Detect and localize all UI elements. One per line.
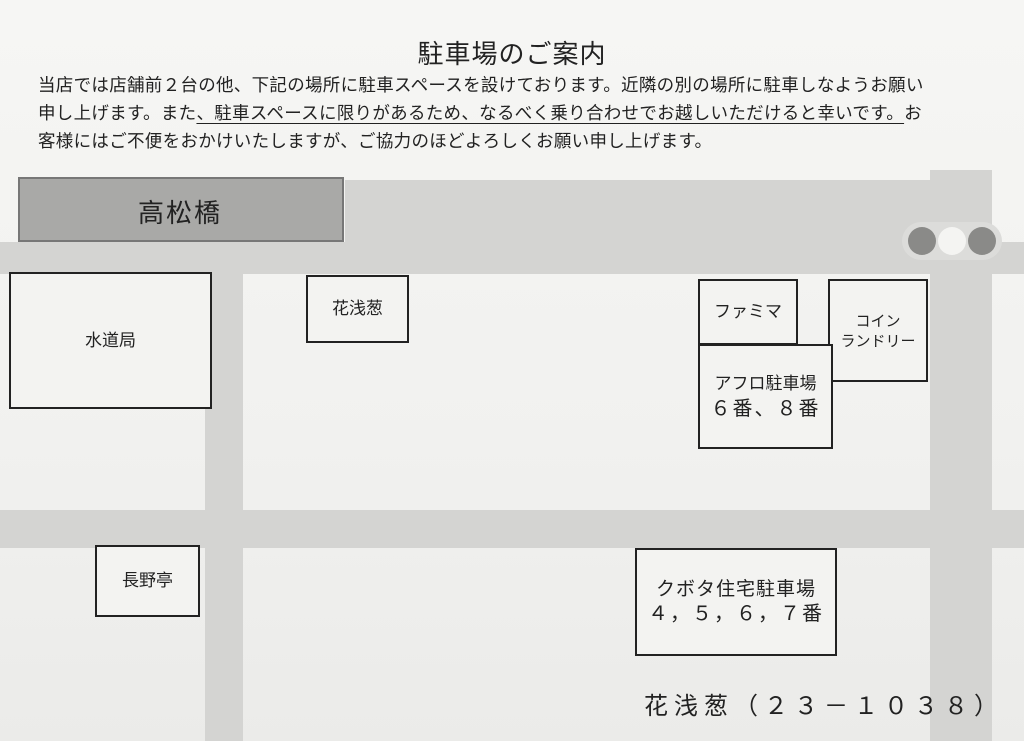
page-title: 駐車場のご案内 (417, 40, 607, 70)
kubota-parking-lot: クボタ住宅駐車場 ４，５，６，７番 (635, 548, 837, 656)
road-top-horizontal (345, 180, 990, 250)
kubota-parking-spots: ４，５，６，７番 (648, 601, 824, 625)
afuro-parking-spots: ６番、８番 (710, 395, 821, 420)
bridge-label-box: 高松橋 (18, 177, 344, 242)
afuro-parking-lot: アフロ駐車場 ６番、８番 (698, 344, 833, 449)
kubota-parking-name: クボタ住宅駐車場 (655, 578, 816, 600)
signal-lamp-center (938, 227, 966, 255)
intro-line-2: 申し上げます。また、駐車スペースに限りがあるため、なるべく乗り合わせでお越しいた… (38, 100, 1008, 128)
road-upper-horizontal (0, 242, 1024, 274)
naganotei-shop: 長野亭 (95, 545, 200, 617)
naganotei-label: 長野亭 (122, 571, 173, 591)
road-right-vertical (930, 170, 992, 741)
afuro-parking-name: アフロ駐車場 (714, 373, 817, 394)
familymart-label: ファミマ (714, 302, 782, 322)
laundry-label-line-2: ランドリー (840, 331, 916, 350)
signal-lamp-right (968, 227, 996, 255)
intro-text: 当店では店舗前２台の他、下記の場所に駐車スペースを設けております。近隣の別の場所… (38, 72, 1008, 156)
laundry-label-line-1: コイン (855, 311, 901, 330)
intro-line-2-start: 申し上げます。また (38, 104, 197, 124)
hanasaso-label: 花浅葱 (332, 299, 383, 319)
coin-laundry: コイン ランドリー (828, 279, 928, 382)
familymart-store: ファミマ (698, 279, 798, 345)
bridge-name: 高松橋 (138, 199, 223, 229)
road-middle-horizontal (0, 510, 1024, 548)
water-bureau-building: 水道局 (9, 272, 212, 409)
traffic-signal-icon (902, 222, 1002, 260)
water-bureau-label: 水道局 (85, 330, 136, 351)
intro-underlined-request: 、駐車スペースに限りがあるため、なるべく乗り合わせでお越しいただけると幸いです。 (196, 104, 905, 124)
signal-lamp-left (908, 227, 936, 255)
intro-line-1: 当店では店舗前２台の他、下記の場所に駐車スペースを設けております。近隣の別の場所… (38, 76, 924, 96)
shop-contact: 花浅葱（２３－１０３８） (644, 692, 1004, 720)
intro-line-2-end: お (904, 104, 922, 124)
intro-line-3: 客様にはご不便をおかけいたしますが、ご協力のほどよろしくお願い申し上げます。 (38, 132, 713, 152)
hanasaso-shop: 花浅葱 (306, 275, 409, 343)
